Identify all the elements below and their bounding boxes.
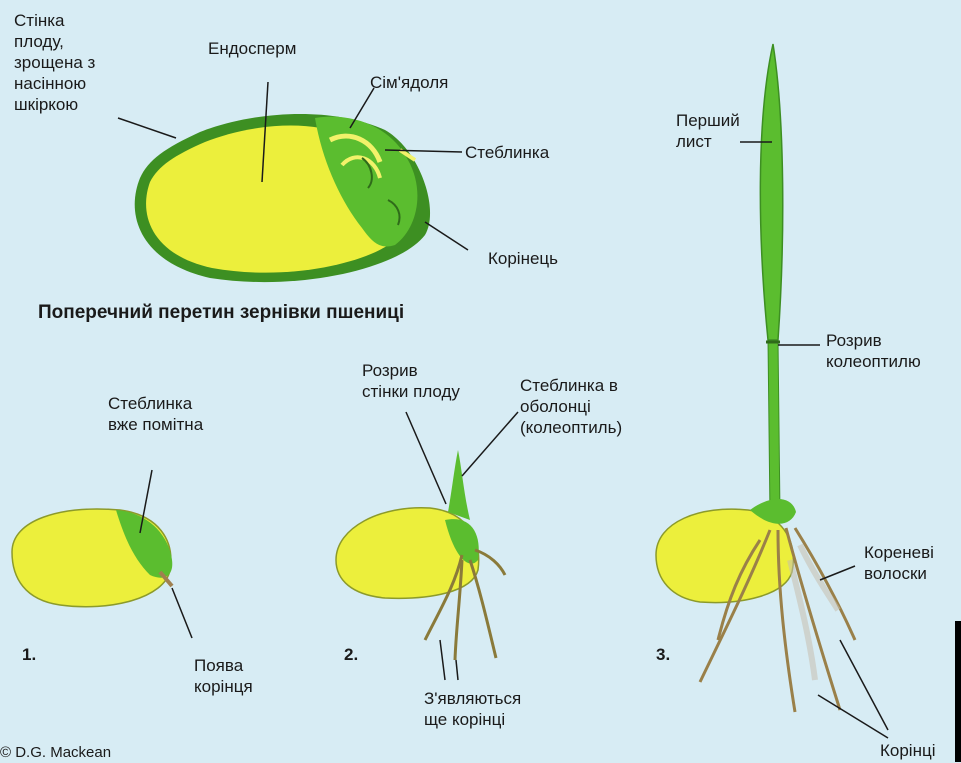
stage-number-2: 2. <box>344 645 358 665</box>
label-roots: Корінці <box>880 740 936 761</box>
label-fruit-wall-break: Розрив стінки плоду <box>362 360 460 402</box>
stage-1-seed <box>12 470 192 638</box>
label-more-roots: З'являються ще корінці <box>424 688 521 730</box>
label-coleoptile: Стеблинка в оболонці (колеоптиль) <box>520 375 622 438</box>
label-cotyledon: Сім'ядоля <box>370 72 448 93</box>
right-edge-bar <box>955 621 961 762</box>
credit: © D.G. Mackean <box>0 742 111 763</box>
stage-number-1: 1. <box>22 645 36 665</box>
section-title: Поперечний перетин зернівки пшениці <box>38 302 404 324</box>
label-first-leaf: Перший лист <box>676 110 740 152</box>
label-radicle-appears: Поява корінця <box>194 655 253 697</box>
label-stem-visible: Стеблинка вже помітна <box>108 393 203 435</box>
label-endosperm: Ендосперм <box>208 38 296 59</box>
stage-2-seed <box>336 412 518 680</box>
label-stem-bud: Стеблинка <box>465 142 549 163</box>
stage-number-3: 3. <box>656 645 670 665</box>
grain-cross-section <box>135 114 430 282</box>
label-coleoptile-break: Розрив колеоптилю <box>826 330 921 372</box>
label-root-hairs: Кореневі волоски <box>864 542 934 584</box>
label-fruit-wall: Стінка плоду, зрощена з насінною шкіркою <box>14 10 95 115</box>
label-radicle: Корінець <box>488 248 558 269</box>
